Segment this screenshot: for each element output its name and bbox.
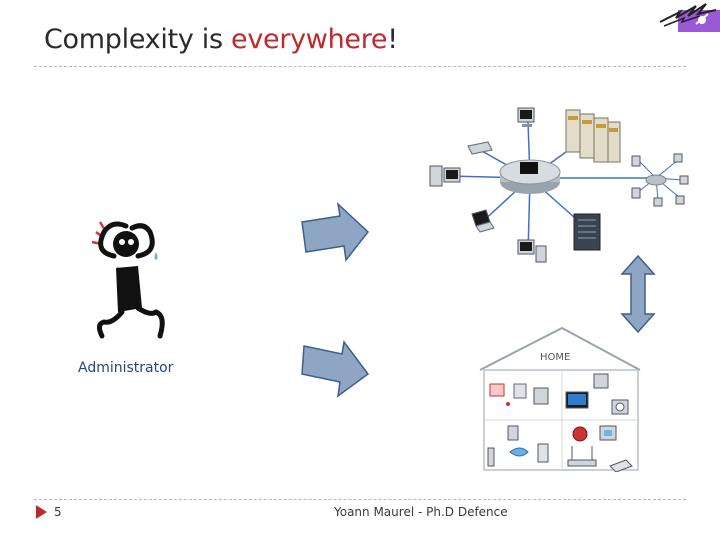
home-diagram: [479, 326, 641, 472]
page-number: 5: [54, 505, 62, 519]
home-label: HOME: [540, 352, 571, 363]
footer-text: Yoann Maurel - Ph.D Defence: [334, 505, 508, 519]
footer-divider: [34, 499, 686, 500]
arrow-right-up-icon: [301, 201, 370, 262]
network-diagram: [429, 107, 689, 263]
arrow-right-down-icon: [301, 340, 370, 398]
title-suffix: !: [387, 24, 398, 55]
title-accent: everywhere: [231, 24, 388, 55]
header-divider: [34, 66, 686, 67]
stressed-person-icon: [91, 221, 165, 339]
title-prefix: Complexity is: [44, 24, 232, 55]
slide-title: Complexity is everywhere!: [44, 24, 398, 55]
administrator-label: Administrator: [78, 360, 174, 376]
footer-triangle-icon: [36, 505, 47, 519]
double-arrow-vertical-icon: [620, 254, 656, 334]
logo-icon: [659, 3, 720, 32]
